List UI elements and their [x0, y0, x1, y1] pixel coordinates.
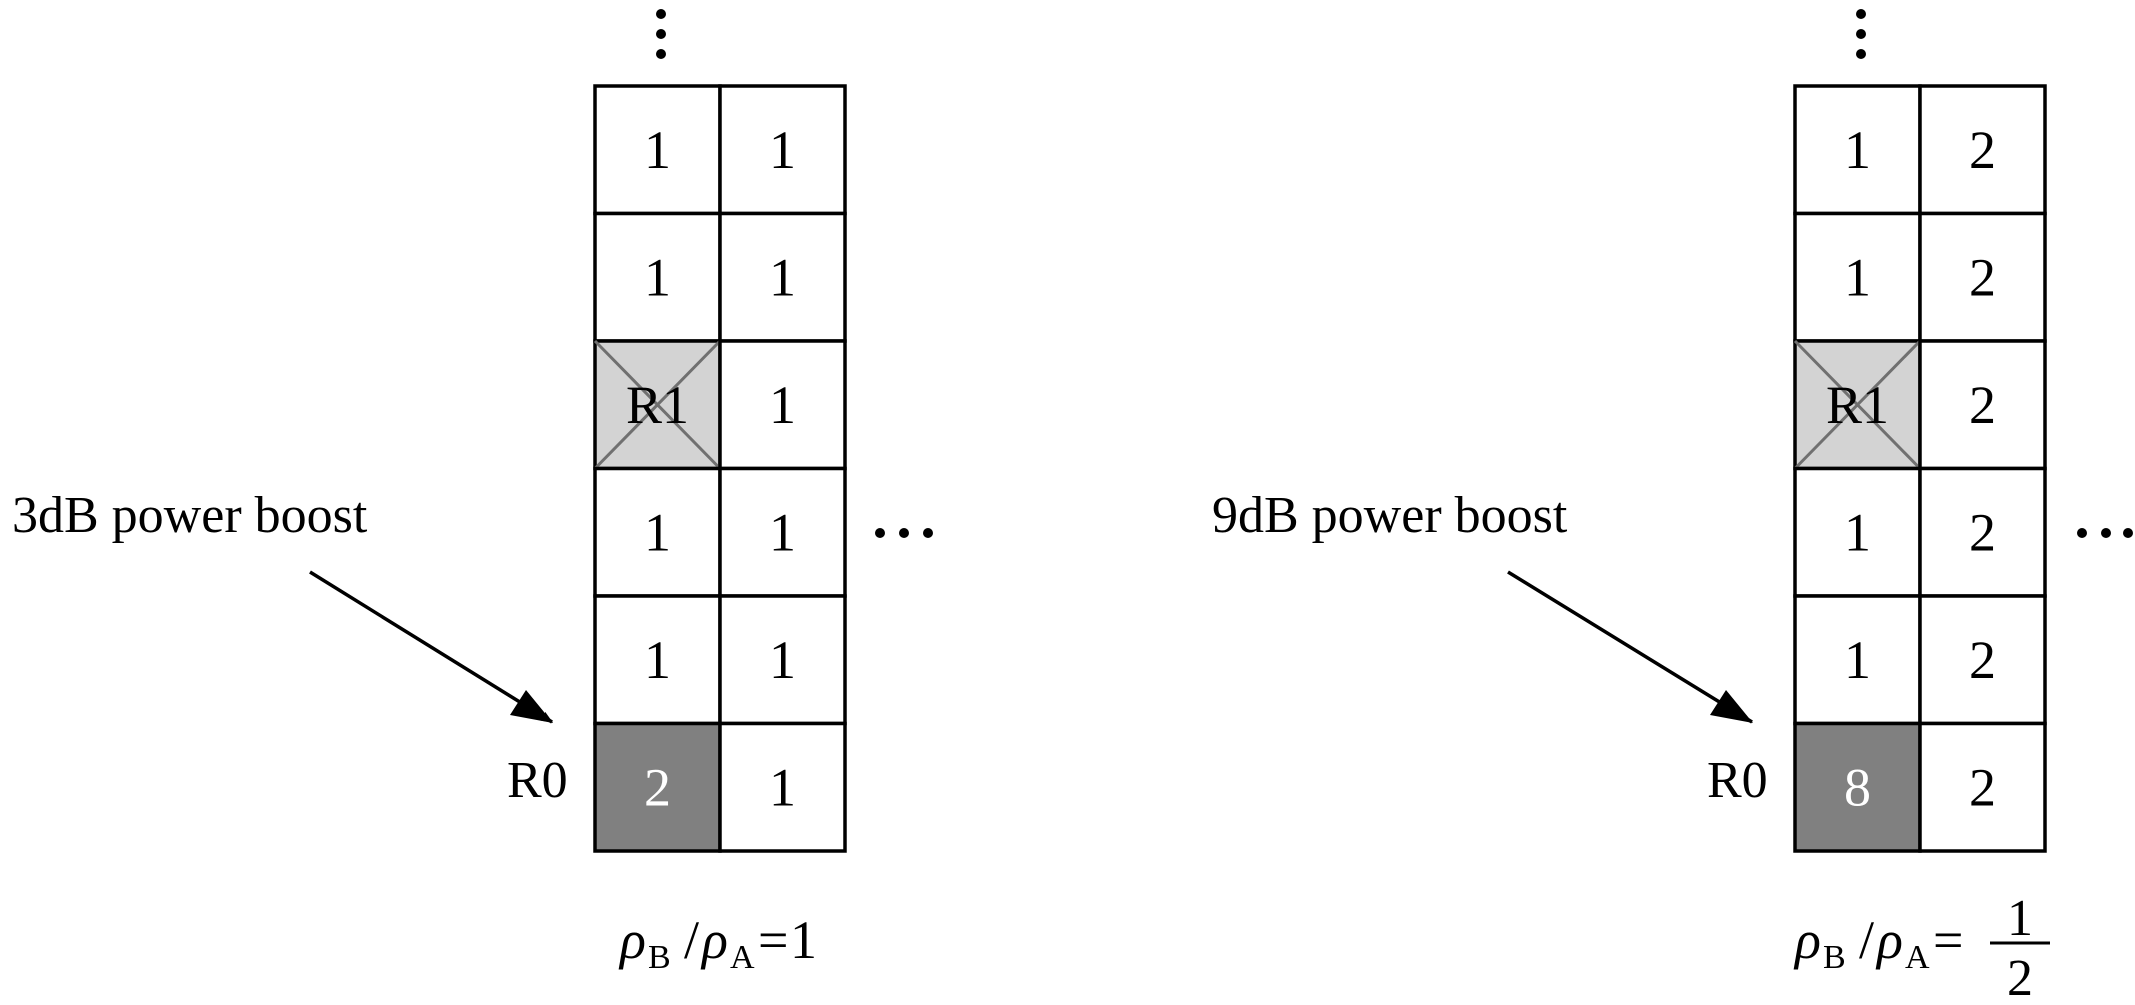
rho-b: ρ [618, 910, 646, 970]
resource-element-cell: 1 [593, 594, 722, 726]
resource-element-cell: 2 [1918, 211, 2047, 343]
cell-value: 1 [644, 247, 671, 307]
cell-box [718, 339, 847, 471]
cell-value: 2 [1969, 757, 1996, 817]
resource-element-cell: 1 [593, 466, 722, 598]
r0-label-left: R0 [507, 752, 568, 809]
cell-value: 1 [769, 757, 796, 817]
ratio-equals: = [758, 910, 788, 970]
cell-box [718, 721, 847, 853]
resource-element-cell: 1 [718, 466, 847, 598]
cell-value: 2 [1969, 630, 1996, 690]
ratio-formula-right: ρ B / ρ A = 1 2 [1793, 890, 2050, 1005]
resource-element-cell: 1 [718, 211, 847, 343]
resource-element-cell: 1 [1793, 466, 1922, 598]
rho-a: ρ [700, 910, 728, 970]
ratio-value: 1 [790, 910, 817, 970]
resource-element-cell: 1 [718, 594, 847, 726]
cell-box [593, 84, 722, 216]
resource-element-cell: 2 [1918, 466, 2047, 598]
cell-box [593, 466, 722, 598]
ratio-slash: / [684, 910, 699, 970]
cell-value: 1 [1844, 120, 1871, 180]
cell-value: 2 [1969, 375, 1996, 435]
r1-reference-cell: R1 [1793, 339, 1922, 471]
arrowhead-right [1710, 690, 1753, 723]
resource-element-cell: 2 [1918, 594, 2047, 726]
cell-value: 1 [769, 375, 796, 435]
rho-b: ρ [1793, 910, 1821, 970]
r1-cross-line [1793, 339, 1922, 470]
resource-element-cell: 1 [1793, 84, 1922, 216]
resource-element-cell: 2 [1918, 339, 2047, 471]
resource-element-cell: 1 [1793, 211, 1922, 343]
cell-value: 1 [769, 630, 796, 690]
cell-value: 1 [769, 247, 796, 307]
horizontal-ellipsis-left [875, 528, 933, 538]
cell-box [593, 721, 722, 853]
cell-value: R1 [1826, 375, 1889, 435]
resource-element-cell: 2 [1918, 721, 2047, 853]
ratio-equals: = [1933, 910, 1963, 970]
cell-value: 1 [1844, 502, 1871, 562]
fraction-numerator: 1 [2007, 890, 2033, 947]
resource-element-cell: 1 [593, 211, 722, 343]
cell-box [1793, 466, 1922, 598]
cell-box [1918, 721, 2047, 853]
vertical-ellipsis-right [1856, 9, 1866, 59]
r1-cross-line [593, 339, 722, 470]
cell-box [1918, 84, 2047, 216]
boost-arrow-right [1507, 570, 1753, 724]
resource-element-cell: 1 [718, 84, 847, 216]
cell-box [718, 84, 847, 216]
cell-value: 1 [1844, 247, 1871, 307]
vertical-ellipsis-left [656, 9, 666, 59]
cell-value: 1 [644, 630, 671, 690]
resource-element-cell: 1 [1793, 594, 1922, 726]
sub-b: B [1823, 939, 1846, 976]
boost-label-right: 9dB power boost [1212, 487, 1568, 544]
cell-value: R1 [626, 375, 689, 435]
r0-reference-cell: 2 [593, 721, 722, 853]
r0-label-right: R0 [1707, 752, 1768, 809]
ratio-formula-left: ρ B / ρ A = 1 [618, 910, 817, 976]
arrowhead-left [510, 690, 553, 723]
cell-box [1918, 594, 2047, 726]
cell-box [718, 211, 847, 343]
r1-reference-cell: R1 [593, 339, 722, 471]
fraction-denominator: 2 [2007, 950, 2033, 1005]
resource-element-cell: 1 [718, 339, 847, 471]
cell-value: 8 [1844, 757, 1871, 817]
cell-value: 1 [1844, 630, 1871, 690]
ratio-slash: / [1859, 910, 1874, 970]
r0-reference-cell: 8 [1793, 721, 1922, 853]
cell-value: 2 [1969, 502, 1996, 562]
cell-value: 2 [644, 757, 671, 817]
cell-box [1793, 211, 1922, 343]
cell-value: 1 [644, 502, 671, 562]
cell-value: 1 [769, 120, 796, 180]
sub-b: B [648, 939, 671, 976]
resource-element-cell: 2 [1918, 84, 2047, 216]
resource-element-cell: 1 [593, 84, 722, 216]
resource-element-cell: 1 [718, 721, 847, 853]
cell-value: 2 [1969, 120, 1996, 180]
sub-a: A [730, 939, 755, 976]
boost-arrow-left [309, 570, 553, 724]
cell-value: 1 [644, 120, 671, 180]
horizontal-ellipsis-right [2077, 528, 2133, 538]
cell-value: 2 [1969, 247, 1996, 307]
boost-label-left: 3dB power boost [12, 487, 368, 544]
cell-value: 1 [769, 502, 796, 562]
sub-a: A [1905, 939, 1930, 976]
cell-box [1918, 339, 2047, 471]
rho-a: ρ [1875, 910, 1903, 970]
